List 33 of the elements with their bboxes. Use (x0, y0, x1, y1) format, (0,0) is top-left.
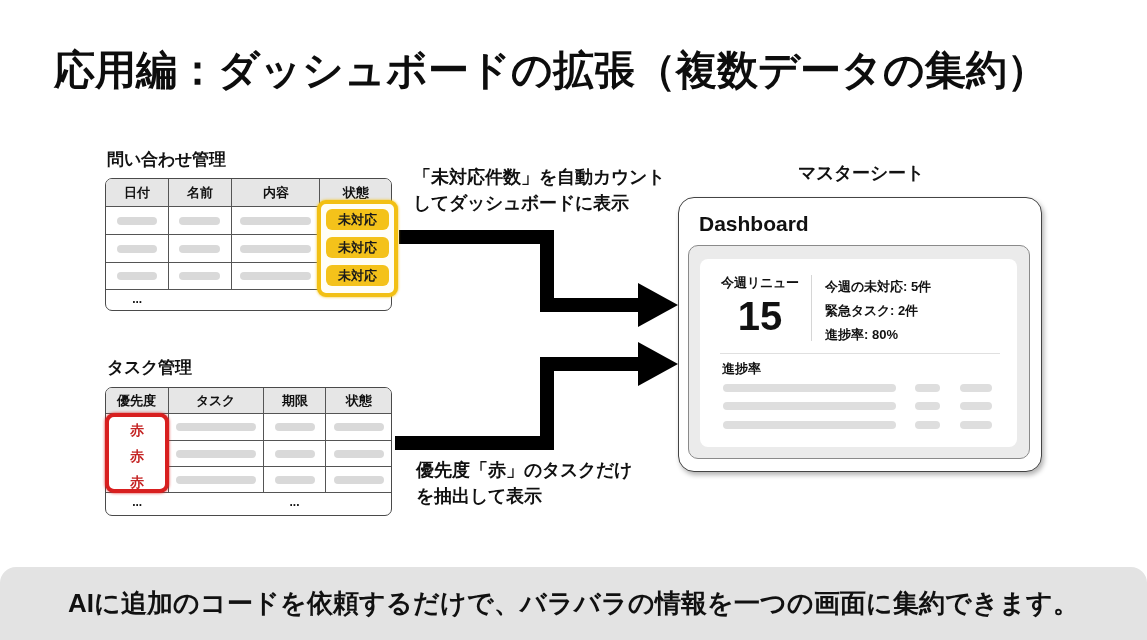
ellipsis-text: ... (132, 292, 143, 306)
section-heading: 進捗率 (722, 360, 761, 378)
column-header: 内容 (232, 179, 321, 207)
page-title: 応用編：ダッシュボードの拡張（複数データの集約） (54, 46, 1048, 95)
stat-line: 進捗率: 80% (825, 326, 899, 344)
priority-text: 赤 (130, 473, 144, 492)
ellipsis-text: ... (289, 495, 300, 509)
ellipsis-text: ... (132, 495, 143, 509)
status-badge: 未対応 (326, 265, 389, 286)
column-header: タスク (168, 388, 264, 414)
metric-value: 15 (737, 293, 783, 339)
arrow (399, 230, 678, 327)
column-header: 優先度 (106, 388, 169, 414)
table-title: 問い合わせ管理 (107, 149, 226, 171)
window-title: Dashboard (699, 211, 809, 237)
stat-line: 緊急タスク: 2件 (825, 302, 920, 320)
metric-label: 今週リニュー (721, 274, 799, 292)
priority-text: 赤 (130, 421, 144, 440)
column-header: 日付 (106, 179, 169, 207)
sheet-title: マスターシート (796, 162, 925, 185)
status-badge: 未対応 (326, 209, 389, 230)
arrow (395, 342, 678, 450)
caption-banner: AIに追加のコードを依頼するだけで、バラバラの情報を一つの画面に集約できます。 (0, 567, 1147, 640)
highlight-frame (317, 200, 398, 297)
dashboard-panel (688, 245, 1030, 459)
status-badge: 未対応 (326, 237, 389, 258)
column-header: 名前 (168, 179, 233, 207)
priority-text: 赤 (130, 447, 144, 466)
column-header: 期限 (263, 388, 327, 414)
highlight-frame (105, 413, 169, 493)
stat-line: 今週の未対応: 5件 (825, 278, 932, 296)
table-title: タスク管理 (107, 357, 192, 379)
column-header: 状態 (326, 388, 391, 414)
